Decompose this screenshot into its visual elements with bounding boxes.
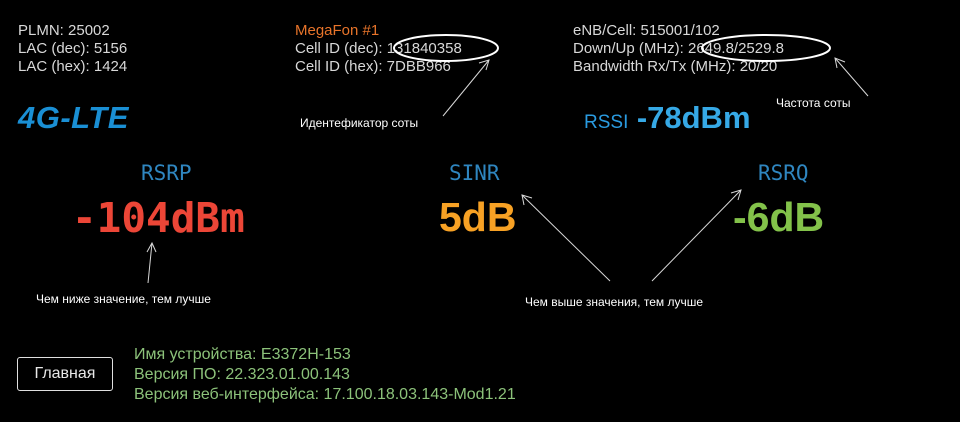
cell-id-dec-label: Cell ID (dec): (295, 40, 383, 57)
down-up-freq: Down/Up (MHz): 2649.8/2529.8 (573, 40, 784, 58)
sinr-label: SINR (449, 161, 500, 185)
radio-info: eNB/Cell: 515001/102 Down/Up (MHz): 2649… (573, 22, 784, 76)
down-up-value: 2649.8/2529.8 (688, 40, 784, 57)
cell-id-note: Идентефикатор соты (300, 116, 419, 130)
plmn-text: PLMN: 25002 (18, 22, 110, 39)
cell-id-highlight-oval (393, 34, 499, 62)
rssi-label: RSSI (584, 112, 629, 133)
rssi-value: -78dBm (636, 100, 751, 135)
cell-info: MegaFon #1 Cell ID (dec): 131840358 Cell… (295, 22, 462, 76)
network-info: PLMN: 25002 LAC (dec): 5156 LAC (hex): 1… (18, 22, 127, 76)
lower-better-note: Чем ниже значение, тем лучше (36, 292, 211, 306)
rsrp-arrow (147, 242, 153, 284)
rsrq-label: RSRQ (758, 161, 809, 185)
bandwidth-text: Bandwidth Rx/Tx (MHz): 20/20 (573, 58, 778, 75)
rsrq-arrow (651, 189, 742, 282)
webui-version: Версия веб-интерфейса: 17.100.18.03.143-… (134, 386, 516, 403)
technology-label: 4G-LTE (18, 100, 129, 135)
cell-id-dec: Cell ID (dec): 131840358 (295, 40, 462, 58)
sinr-arrow (521, 194, 611, 282)
frequency-note: Частота соты (776, 96, 851, 110)
rssi-block: RSSI -78dBm (584, 100, 751, 136)
higher-better-note: Чем выше значения, тем лучше (525, 295, 704, 309)
rsrq-value: -6dB (733, 194, 825, 240)
lac-dec-text: LAC (dec): 5156 (18, 40, 128, 57)
firmware-version: Версия ПО: 22.323.01.00.143 (134, 366, 350, 383)
down-up-label: Down/Up (MHz): (573, 40, 684, 57)
cell-id-hex: Cell ID (hex): 7DBB966 (295, 58, 451, 75)
enb-cell-text: eNB/Cell: 515001/102 (573, 22, 720, 39)
rsrp-value: -104dBm (72, 194, 245, 242)
home-button[interactable]: Главная (17, 357, 113, 391)
cell-id-dec-value: 131840358 (386, 40, 462, 57)
frequency-arrow (834, 57, 869, 97)
frequency-highlight-oval (701, 34, 831, 62)
sinr-value: 5dB (439, 194, 517, 240)
device-info: Имя устройства: E3372H-153 Версия ПО: 22… (134, 345, 516, 405)
operator-name: MegaFon #1 (295, 22, 380, 39)
cell-id-arrow (442, 59, 490, 117)
rsrp-label: RSRP (141, 161, 192, 185)
device-name: Имя устройства: E3372H-153 (134, 346, 351, 363)
lac-hex-text: LAC (hex): 1424 (18, 58, 128, 75)
